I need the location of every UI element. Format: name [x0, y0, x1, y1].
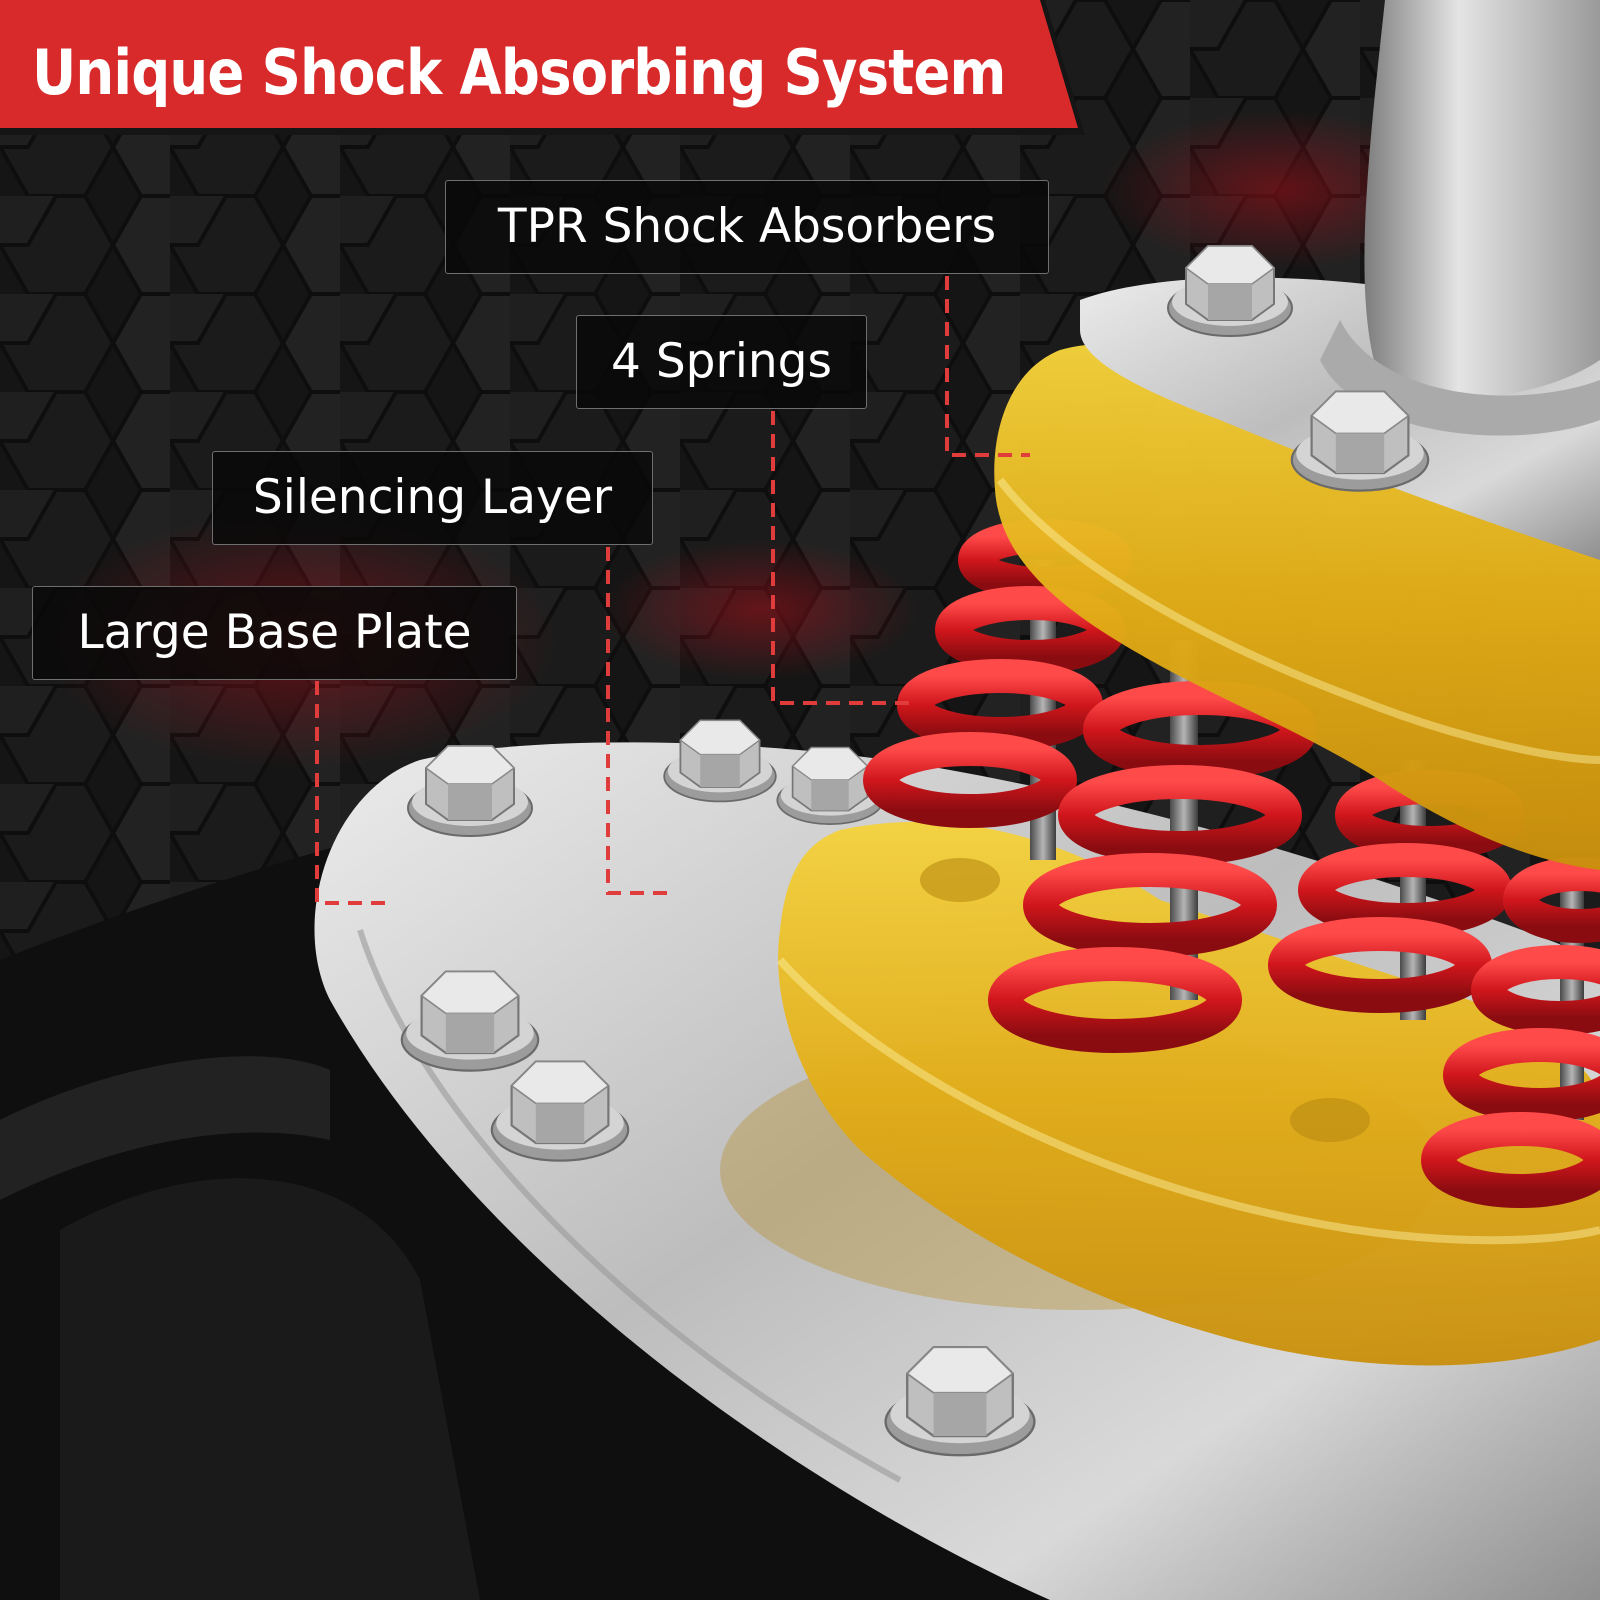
banner-title: Unique Shock Absorbing System [32, 36, 1006, 109]
callout-tpr-shock-absorbers: TPR Shock Absorbers [445, 180, 1049, 274]
callout-large-base-plate: Large Base Plate [32, 586, 517, 680]
title-banner [0, 0, 1085, 135]
callout-silencing-layer: Silencing Layer [212, 451, 653, 545]
callout-4-springs: 4 Springs [576, 315, 867, 409]
